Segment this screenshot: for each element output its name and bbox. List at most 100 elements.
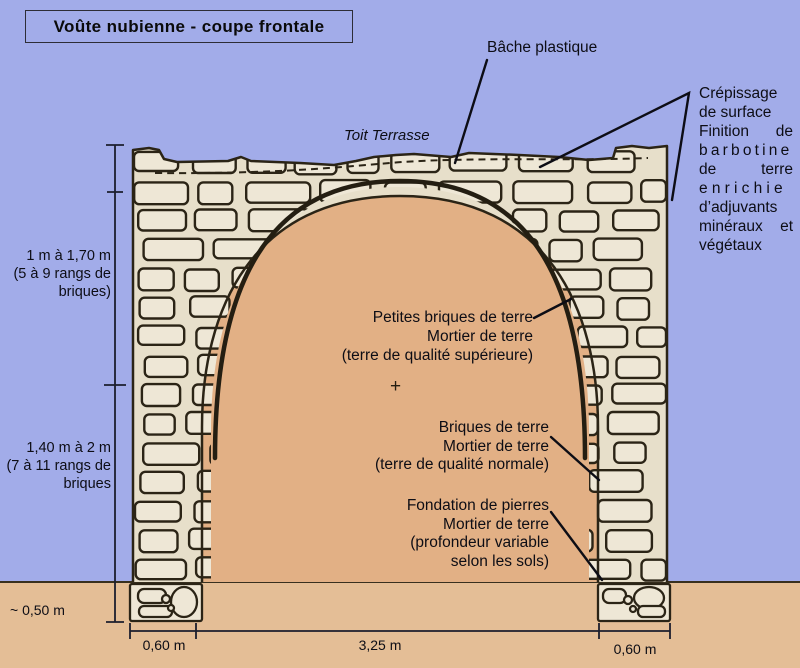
label-line: 1 m à 1,70 m xyxy=(26,248,111,264)
label-line: (profondeur variable xyxy=(410,534,549,551)
brick xyxy=(141,442,201,466)
brick xyxy=(586,150,636,174)
foundations xyxy=(128,582,672,623)
label-line: (terre de qualité supérieure) xyxy=(341,347,533,364)
brick xyxy=(640,558,667,582)
label-line: selon les sols) xyxy=(450,552,549,570)
label-line: végétaux xyxy=(699,237,762,254)
label-line: Petites briques de terre xyxy=(372,309,533,326)
brick xyxy=(605,529,654,554)
brick xyxy=(606,410,660,436)
brick xyxy=(133,500,182,523)
label-crepissage: Crépissage de surface Finition de barbot… xyxy=(699,84,793,255)
label-line: briques) xyxy=(58,284,111,300)
stone xyxy=(622,594,634,606)
brick xyxy=(134,558,188,581)
brick xyxy=(512,180,574,205)
roof-dashed-line xyxy=(154,157,649,175)
brick xyxy=(615,355,661,380)
brick xyxy=(136,208,188,232)
brick xyxy=(197,181,234,206)
brick xyxy=(558,210,600,233)
brick xyxy=(611,382,667,405)
label-fondation: Fondation de pierres Mortier de terre (p… xyxy=(358,497,549,571)
dimension-left xyxy=(104,144,126,623)
brick xyxy=(244,181,312,204)
brick xyxy=(143,355,189,379)
brick xyxy=(138,296,176,320)
brick xyxy=(616,297,651,321)
stone xyxy=(628,604,638,614)
dimension-lines xyxy=(104,144,671,639)
brick xyxy=(586,181,633,205)
label-line: Briques de terre xyxy=(438,419,549,436)
label-line: d’adjuvants xyxy=(699,199,778,216)
label-line: (7 à 11 rangs de xyxy=(6,458,111,474)
label-line: 1,40 m à 2 m xyxy=(26,440,111,456)
brick xyxy=(612,209,660,232)
pointer-fondation xyxy=(549,510,604,582)
brick xyxy=(143,413,176,436)
pointer-crepissage xyxy=(538,90,691,202)
label-line: Mortier de terre xyxy=(443,437,549,455)
brick xyxy=(139,470,185,495)
brick xyxy=(183,268,220,293)
stone xyxy=(160,593,172,605)
pointer-bache xyxy=(453,58,489,165)
brick xyxy=(136,324,186,347)
label-briques: Briques de terre Mortier de terre (terre… xyxy=(358,419,549,475)
label-line: Mortier de terre xyxy=(427,328,533,345)
measure-upper-wall: 1 m à 1,70 m (5 à 9 rangs de briques) xyxy=(0,247,111,301)
measure-span-width: 3,25 m xyxy=(358,637,402,653)
bache-curve xyxy=(212,178,588,461)
brick xyxy=(613,441,647,465)
brick xyxy=(592,237,644,262)
ground xyxy=(0,582,800,668)
pointer-briques xyxy=(549,435,601,482)
label-toit-terrasse: Toit Terrasse xyxy=(344,127,430,144)
brick xyxy=(193,208,238,232)
vault-interior xyxy=(202,196,598,582)
brick xyxy=(640,178,667,203)
label-line: minéraux et xyxy=(699,218,793,235)
label-petites-briques: Petites briques de terre Mortier de terr… xyxy=(337,308,533,365)
pointer-lines xyxy=(453,58,691,582)
label-bache-plastique: Bâche plastique xyxy=(487,39,598,56)
brick xyxy=(133,181,190,206)
brick xyxy=(137,267,175,292)
label-line: barbotine xyxy=(699,142,793,159)
measure-right-pillar-width: 0,60 m xyxy=(613,641,657,657)
center-mark: + xyxy=(390,376,402,397)
brick xyxy=(548,238,583,263)
brick xyxy=(596,498,653,523)
stone xyxy=(169,585,199,619)
stone xyxy=(636,604,667,619)
brick xyxy=(588,469,644,494)
dimension-bottom xyxy=(129,623,671,639)
label-line: de terre xyxy=(699,161,793,178)
label-line: enrichie xyxy=(699,180,787,197)
stone xyxy=(601,587,628,605)
label-line: de surface xyxy=(699,104,772,121)
label-line: Fondation de pierres xyxy=(406,497,549,514)
label-line: (5 à 9 rangs de xyxy=(13,266,111,282)
wall-outline xyxy=(131,144,669,582)
brick xyxy=(568,295,605,320)
stone xyxy=(166,603,176,613)
label-line: Mortier de terre xyxy=(443,515,549,533)
label-foundation-depth: ~ 0,50 m xyxy=(10,602,65,618)
pointer-petites-briques xyxy=(532,297,573,320)
brick xyxy=(608,267,653,292)
brick xyxy=(636,326,667,348)
measure-left-pillar-width: 0,60 m xyxy=(142,637,186,653)
label-line: Finition de xyxy=(699,123,793,140)
brick xyxy=(138,529,179,554)
brick xyxy=(140,382,182,408)
page-title: Voûte nubienne - coupe frontale xyxy=(25,10,353,43)
label-line: (terre de qualité normale) xyxy=(374,456,549,473)
brick xyxy=(188,295,231,318)
brick xyxy=(142,237,205,262)
label-line: briques xyxy=(63,476,111,492)
